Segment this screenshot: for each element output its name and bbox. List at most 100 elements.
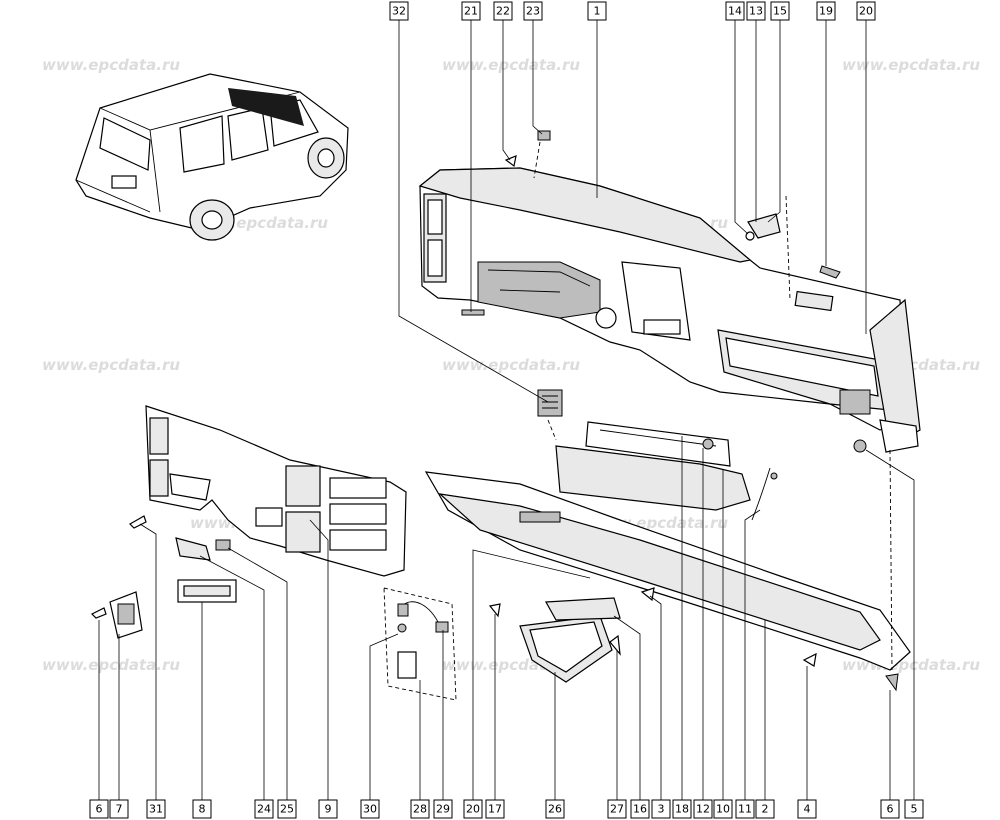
- lower-dashboard-parts: [424, 421, 911, 692]
- callout-25: 25: [277, 799, 297, 819]
- svg-text:10: 10: [716, 803, 730, 816]
- svg-text:26: 26: [548, 803, 562, 816]
- callout-21: 21: [461, 1, 481, 21]
- callout-6-left: 6: [89, 799, 109, 819]
- svg-text:29: 29: [436, 803, 450, 816]
- callout-11: 11: [735, 799, 755, 819]
- part-5-clip: [853, 439, 867, 453]
- svg-text:4: 4: [804, 803, 811, 816]
- part-21-screw: [461, 309, 485, 316]
- svg-text:5: 5: [911, 803, 918, 816]
- callout-23: 23: [523, 1, 543, 21]
- svg-text:8: 8: [199, 803, 206, 816]
- svg-text:31: 31: [149, 803, 163, 816]
- callout-4: 4: [797, 799, 817, 819]
- callout-12: 12: [693, 799, 713, 819]
- callout-18: 18: [672, 799, 692, 819]
- callout-7: 7: [109, 799, 129, 819]
- callout-1: 1: [587, 1, 607, 21]
- part-25-clip: [215, 539, 231, 551]
- callout-9: 9: [318, 799, 338, 819]
- part-6-screw: [90, 607, 107, 619]
- callout-31: 31: [146, 799, 166, 819]
- part-24-trim: [175, 537, 211, 561]
- callout-5: 5: [904, 799, 924, 819]
- svg-text:14: 14: [728, 5, 742, 18]
- small-components-left: [90, 515, 237, 639]
- instrument-bezel-part-9: [145, 405, 407, 577]
- svg-text:19: 19: [819, 5, 833, 18]
- callout-3: 3: [651, 799, 671, 819]
- part-27-screw: [609, 634, 621, 656]
- callout-13: 13: [746, 1, 766, 21]
- callout-30: 30: [360, 799, 380, 819]
- svg-text:30: 30: [363, 803, 377, 816]
- watermark: www.epcdata.ru: [42, 656, 180, 674]
- svg-text:28: 28: [413, 803, 427, 816]
- callout-6-right: 6: [880, 799, 900, 819]
- part-22-screw: [504, 155, 517, 168]
- svg-text:20: 20: [466, 803, 480, 816]
- watermark: www.epcdata.ru: [42, 356, 180, 374]
- callout-10: 10: [713, 799, 733, 819]
- part-3-screw: [640, 587, 655, 602]
- callout-8: 8: [192, 799, 212, 819]
- callout-24: 24: [254, 799, 274, 819]
- leader-lines: [98, 20, 915, 800]
- callout-19: 19: [816, 1, 836, 21]
- svg-text:17: 17: [488, 803, 502, 816]
- part-19-clip: [819, 265, 841, 279]
- svg-text:2: 2: [762, 803, 769, 816]
- guide-lines: [533, 141, 893, 671]
- svg-text:15: 15: [773, 5, 787, 18]
- svg-text:9: 9: [325, 803, 332, 816]
- svg-text:12: 12: [696, 803, 710, 816]
- svg-text:7: 7: [116, 803, 123, 816]
- svg-text:32: 32: [392, 5, 406, 18]
- callout-28: 28: [410, 799, 430, 819]
- callout-27: 27: [607, 799, 627, 819]
- watermark: www.epcdata.ru: [842, 56, 980, 74]
- part-31-screw: [129, 515, 147, 529]
- svg-text:13: 13: [749, 5, 763, 18]
- callout-32: 32: [389, 1, 409, 21]
- callout-20-bottom: 20: [463, 799, 483, 819]
- callout-14: 14: [725, 1, 745, 21]
- callout-20-top: 20: [856, 1, 876, 21]
- part-4-screw: [802, 652, 817, 667]
- svg-text:21: 21: [464, 5, 478, 18]
- vehicle-locator-illustration: [75, 73, 349, 241]
- part-6-screw-right: [885, 673, 899, 692]
- wiring-harness-group: [383, 587, 457, 701]
- callout-16: 16: [630, 799, 650, 819]
- svg-text:24: 24: [257, 803, 271, 816]
- part-16-latch: [545, 597, 621, 621]
- callout-15: 15: [770, 1, 790, 21]
- callout-29: 29: [433, 799, 453, 819]
- part-17-clip: [488, 603, 501, 618]
- watermark: www.epcdata.ru: [442, 56, 580, 74]
- svg-text:16: 16: [633, 803, 647, 816]
- svg-text:6: 6: [96, 803, 103, 816]
- callout-26: 26: [545, 799, 565, 819]
- part-32-vent: [537, 389, 563, 417]
- svg-text:20: 20: [859, 5, 873, 18]
- svg-text:11: 11: [738, 803, 752, 816]
- svg-text:1: 1: [594, 5, 601, 18]
- watermark: www.epcdata.ru: [442, 356, 580, 374]
- dashboard-panel-assembly: [418, 167, 921, 453]
- callout-17: 17: [485, 799, 505, 819]
- callouts-top: 32 21 22 23 1 14 13 15 19 20: [389, 1, 876, 21]
- svg-text:22: 22: [496, 5, 510, 18]
- svg-text:23: 23: [526, 5, 540, 18]
- svg-text:25: 25: [280, 803, 294, 816]
- watermark: www.epcdata.ru: [42, 56, 180, 74]
- svg-text:3: 3: [658, 803, 665, 816]
- part-23-clip: [537, 130, 551, 141]
- callout-2: 2: [755, 799, 775, 819]
- callout-22: 22: [493, 1, 513, 21]
- svg-text:27: 27: [610, 803, 624, 816]
- svg-text:18: 18: [675, 803, 689, 816]
- svg-text:6: 6: [887, 803, 894, 816]
